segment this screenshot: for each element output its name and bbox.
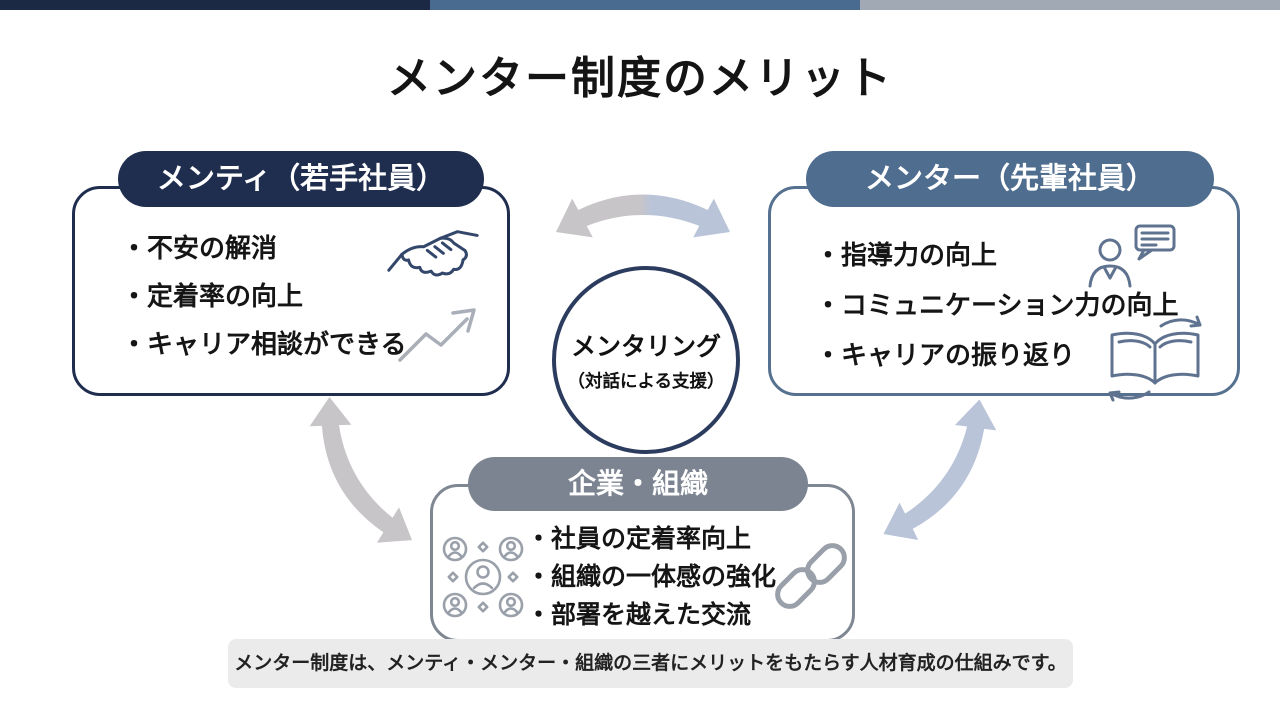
mentor-card-title: メンター（先輩社員） bbox=[806, 151, 1214, 207]
mentor-bullet: ・キャリアの振り返り bbox=[815, 340, 1076, 370]
organization-bullet: ・部署を越えた交流 bbox=[526, 601, 752, 629]
organization-bullets: ・社員の定着率向上 ・組織の一体感の強化 ・部署を越えた交流 bbox=[526, 520, 776, 634]
page-title: メンター制度のメリット bbox=[387, 54, 893, 103]
top-bar-segment-blue bbox=[430, 0, 860, 10]
organization-bullet: ・社員の定着率向上 bbox=[526, 525, 752, 553]
organization-card-title: 企業・組織 bbox=[468, 457, 808, 511]
organization-bullet: ・組織の一体感の強化 bbox=[526, 563, 777, 591]
mentor-bullet: ・指導力の向上 bbox=[815, 240, 998, 270]
mentee-bullet: ・キャリア相談ができる bbox=[121, 329, 407, 359]
mentor-card bbox=[768, 186, 1240, 396]
chain-link-icon bbox=[775, 543, 847, 609]
people-network-icon bbox=[442, 536, 524, 618]
mentor-bullet: ・コミュニケーション力の向上 bbox=[815, 290, 1179, 320]
mentoring-circle-subtitle: （対話による支援） bbox=[567, 371, 725, 391]
double-arrow-top-icon bbox=[556, 194, 730, 238]
double-arrow-right-icon bbox=[879, 396, 1009, 555]
double-arrow-left-icon bbox=[298, 394, 417, 558]
mentee-bullet: ・不安の解消 bbox=[121, 233, 278, 263]
handshake-icon bbox=[387, 230, 479, 277]
person-speech-icon bbox=[1088, 224, 1176, 288]
book-refresh-icon bbox=[1108, 315, 1202, 402]
footer-note: メンター制度は、メンティ・メンター・組織の三者にメリットをもたらす人材育成の仕組… bbox=[228, 639, 1073, 688]
mentee-bullet: ・定着率の向上 bbox=[121, 281, 304, 311]
mentoring-circle-title: メンタリング bbox=[570, 333, 721, 361]
mentoring-circle: メンタリング （対話による支援） bbox=[552, 266, 740, 454]
top-bar-segment-dark bbox=[0, 0, 430, 10]
mentee-card-title: メンティ（若手社員） bbox=[118, 151, 484, 207]
mentor-bullets: ・指導力の向上 ・コミュニケーション力の向上 ・キャリアの振り返り bbox=[815, 230, 1178, 380]
growth-arrow-icon bbox=[398, 308, 476, 362]
top-bar-segment-gray bbox=[860, 0, 1280, 10]
mentee-bullets: ・不安の解消 ・定着率の向上 ・キャリア相談ができる bbox=[121, 224, 406, 368]
